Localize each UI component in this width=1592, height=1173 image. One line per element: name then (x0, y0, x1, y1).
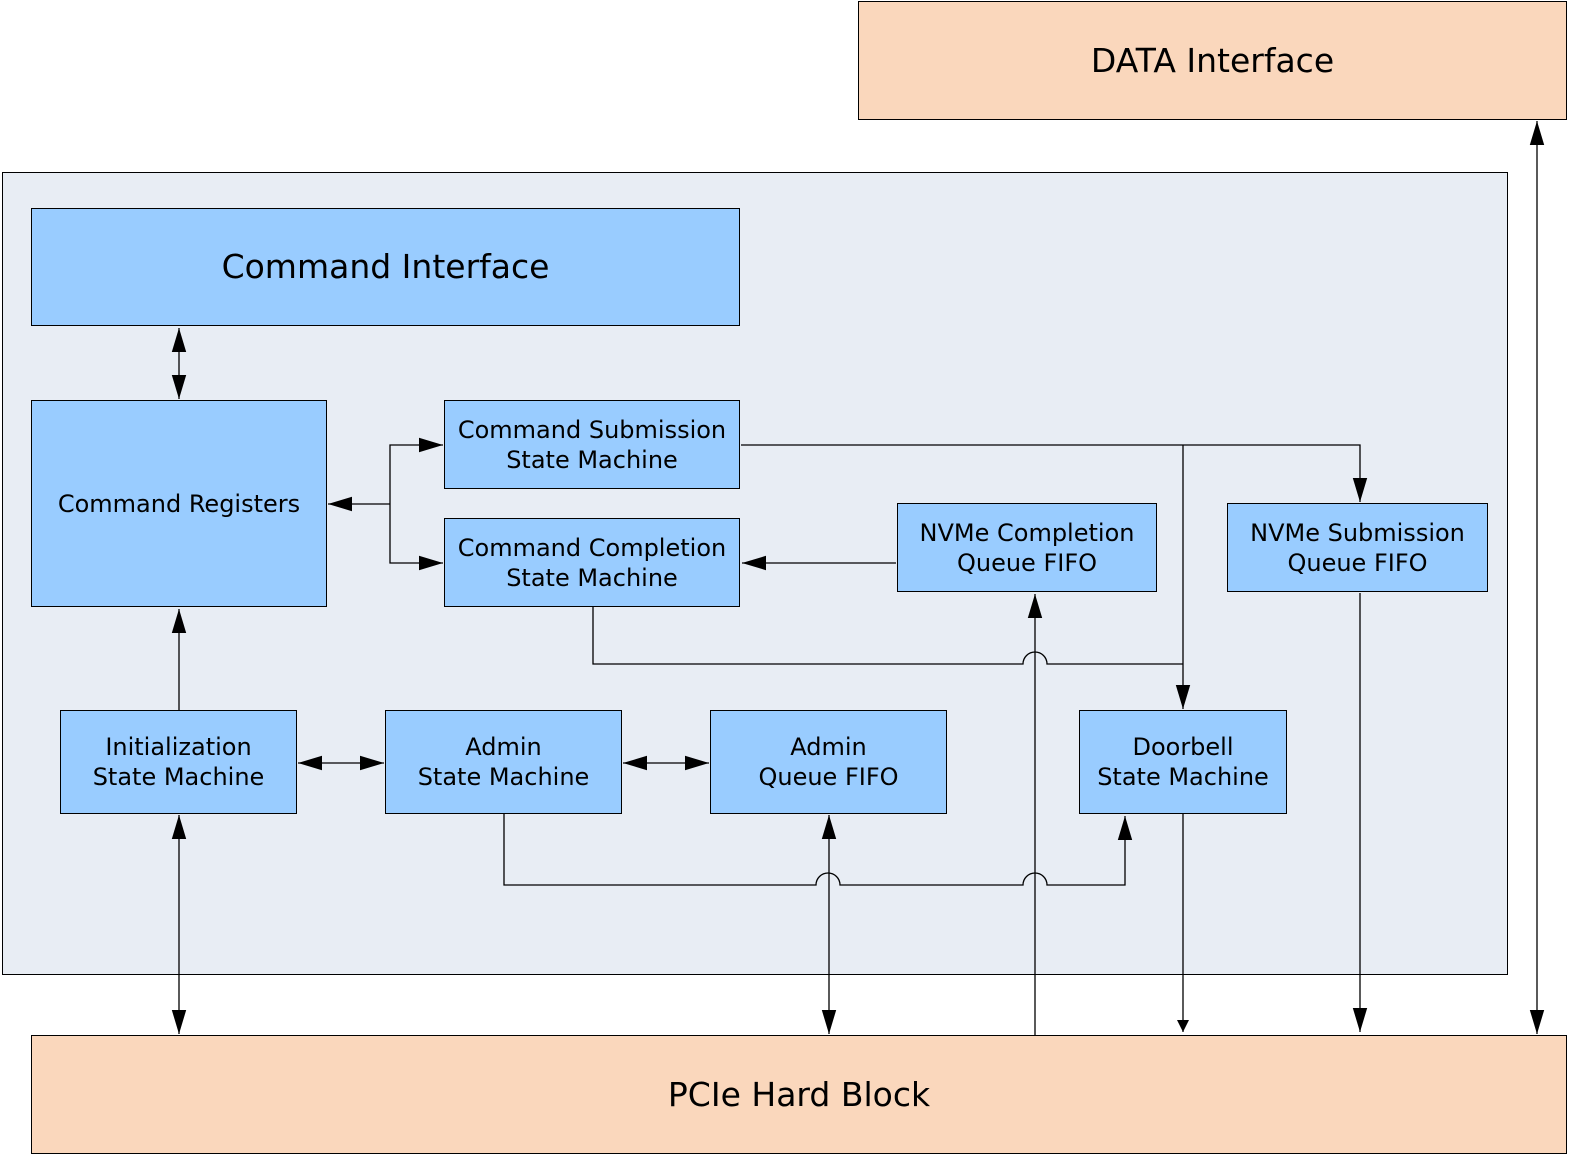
initialization-sm-block: Initialization State Machine (60, 710, 297, 814)
nvme-submission-fifo-block: NVMe Submission Queue FIFO (1227, 503, 1488, 592)
command-submission-sm-block: Command Submission State Machine (444, 400, 740, 489)
admin-queue-fifo-block: Admin Queue FIFO (710, 710, 947, 814)
command-submission-label-2: State Machine (506, 445, 678, 474)
command-interface-label: Command Interface (221, 247, 550, 287)
command-completion-label-2: State Machine (506, 563, 678, 592)
doorbell-label-1: Doorbell (1132, 733, 1234, 761)
command-completion-sm-block: Command Completion State Machine (444, 518, 740, 607)
link-junction-completion (389, 504, 443, 571)
nvme-submission-label-1: NVMe Submission (1250, 518, 1465, 547)
nvme-completion-fifo-block: NVMe Completion Queue FIFO (897, 503, 1157, 592)
link-admin-doorbell (503, 814, 1133, 886)
command-interface-block: Command Interface (31, 208, 740, 326)
nvme-completion-label-2: Queue FIFO (956, 548, 1098, 577)
pcie-hard-block: PCIe Hard Block (31, 1035, 1567, 1154)
command-submission-label-1: Command Submission (457, 415, 727, 444)
link-junction-submission (389, 437, 443, 504)
admin-queue-label-1: Admin (790, 733, 867, 761)
link-completion-doorbell (592, 607, 1183, 665)
initialization-label-1: Initialization (105, 733, 252, 761)
data-interface-block: DATA Interface (858, 1, 1567, 120)
admin-sm-label-2: State Machine (417, 763, 590, 791)
admin-sm-block: Admin State Machine (385, 710, 622, 814)
admin-queue-label-2: Queue FIFO (758, 763, 899, 791)
command-registers-block: Command Registers (31, 400, 327, 607)
nvme-submission-label-2: Queue FIFO (1287, 548, 1428, 577)
data-interface-label: DATA Interface (1090, 40, 1335, 80)
doorbell-label-2: State Machine (1097, 763, 1269, 791)
nvme-completion-label-1: NVMe Completion (919, 518, 1135, 547)
pcie-hard-block-label: PCIe Hard Block (667, 1074, 931, 1114)
link-submission-nvmesub (741, 444, 1368, 502)
command-registers-label: Command Registers (57, 489, 301, 518)
admin-sm-label-1: Admin (465, 733, 542, 761)
initialization-label-2: State Machine (92, 763, 265, 791)
doorbell-sm-block: Doorbell State Machine (1079, 710, 1287, 814)
command-completion-label-1: Command Completion (457, 533, 727, 562)
